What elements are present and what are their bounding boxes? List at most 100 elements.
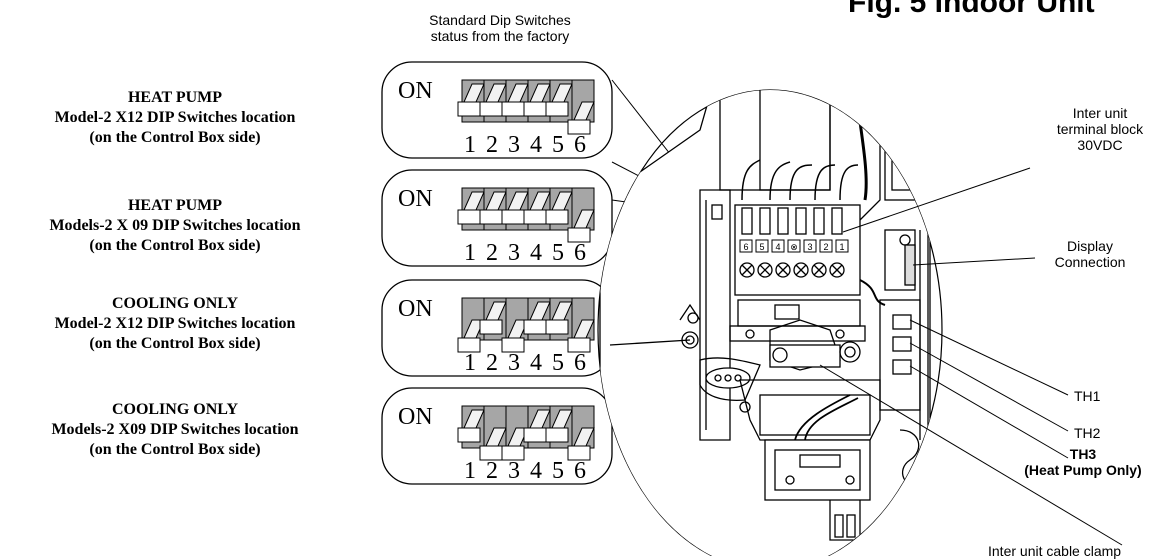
- dip-switch-number: 4: [530, 240, 542, 266]
- dip-switch-cap: [479, 319, 503, 335]
- dip-switch-number: 1: [464, 240, 476, 266]
- terminal-block-line2: terminal block: [1056, 121, 1144, 137]
- dip-switch-cap: [457, 427, 481, 443]
- dip-switch-cap: [501, 101, 525, 117]
- terminal-block-callout: Inter unit terminal block 30VDC: [1040, 105, 1149, 153]
- dip-on-label: ON: [398, 404, 433, 430]
- terminal-number-text: 2: [823, 242, 828, 252]
- dip-switch-number: 3: [508, 458, 520, 484]
- indoor-unit-body: 6 5 4 ⊗ 3 2 1: [599, 90, 931, 556]
- dip-switch-number: 6: [574, 240, 586, 266]
- dip-switch-cap: [523, 319, 547, 335]
- terminal-number-text: ⊗: [790, 242, 798, 252]
- model-label-line2: Models-2 X 09 DIP Switches location: [49, 217, 301, 234]
- model-label-line3: (on the Control Box side): [89, 237, 261, 254]
- display-connection-line1: Display: [1067, 238, 1113, 254]
- dip-switch-number: 3: [508, 350, 520, 376]
- model-label-line1: COOLING ONLY: [111, 295, 239, 312]
- cable-clamp-callout: Inter unit cable clamp: [988, 543, 1122, 559]
- display-connection-line2: Connection: [1054, 254, 1126, 270]
- dip-switch-number: 2: [486, 132, 498, 158]
- dip-switch-cap: [567, 337, 591, 353]
- display-connection-callout: Display Connection: [1040, 238, 1140, 270]
- dip-switch-number: 5: [552, 350, 564, 376]
- dip-switch-number: 2: [486, 240, 498, 266]
- model-label-line2: Model-2 X12 DIP Switches location: [54, 315, 296, 332]
- dip-switch-cap: [545, 101, 569, 117]
- dip-switch-cap: [545, 209, 569, 225]
- dip-switch-cap: [545, 319, 569, 335]
- dip-switch-cap: [501, 209, 525, 225]
- dip-switch-cap: [457, 101, 481, 117]
- model-label-line2: Model-2 X12 DIP Switches location: [54, 109, 296, 126]
- dip-switch-cap: [567, 445, 591, 461]
- dip-switch-cap: [501, 445, 525, 461]
- dip-switch-cap: [479, 209, 503, 225]
- model-label-cooling-x12: COOLING ONLY Model-2 X12 DIP Switches lo…: [0, 294, 350, 354]
- model-label-line3: (on the Control Box side): [89, 441, 261, 458]
- terminal-number-box: [755, 239, 769, 253]
- dip-switch-cap: [523, 101, 547, 117]
- model-label-line1: HEAT PUMP: [127, 89, 223, 106]
- figure-title: Fig. 5 Indoor Unit: [848, 0, 1095, 19]
- dip-switch-cap: [545, 427, 569, 443]
- dip-switch-number: 3: [508, 132, 520, 158]
- th3-line1: TH3: [1069, 446, 1097, 462]
- model-label-line1: HEAT PUMP: [127, 197, 223, 214]
- standard-dip-switches-label: Standard Dip Switches status from the fa…: [380, 12, 620, 44]
- dip-switch-number: 2: [486, 458, 498, 484]
- terminal-number-box: [739, 239, 753, 253]
- model-label-cooling-x09: COOLING ONLY Models-2 X09 DIP Switches l…: [0, 400, 350, 460]
- dip-switch-cap: [523, 427, 547, 443]
- dip-switch-cap: [567, 119, 591, 135]
- dip-switch-number: 6: [574, 132, 586, 158]
- terminal-number-labels: 6 5 4 ⊗ 3 2 1: [739, 239, 849, 253]
- standard-label-line2: status from the factory: [430, 28, 570, 44]
- dip-switch-cap: [479, 101, 503, 117]
- dip-switch-number: 2: [486, 350, 498, 376]
- model-label-heatpump-x09: HEAT PUMP Models-2 X 09 DIP Switches loc…: [0, 196, 350, 256]
- dip-switch-number: 6: [574, 350, 586, 376]
- dip-switch-number: 1: [464, 132, 476, 158]
- dip-switch-number: 4: [530, 132, 542, 158]
- th1-callout: TH1: [1074, 388, 1101, 404]
- th3-callout: TH3 (Heat Pump Only): [1018, 446, 1148, 478]
- dip-switch-number: 5: [552, 132, 564, 158]
- dip-switch-cap: [523, 209, 547, 225]
- model-label-line3: (on the Control Box side): [89, 335, 261, 352]
- th3-line2: (Heat Pump Only): [1024, 462, 1142, 478]
- dip-switch-number: 1: [464, 458, 476, 484]
- dip-switch-number: 4: [530, 458, 542, 484]
- dip-on-label: ON: [398, 78, 433, 104]
- terminal-block-line1: Inter unit: [1072, 105, 1128, 121]
- terminal-block-line3: 30VDC: [1077, 137, 1123, 153]
- dip-switch-number: 4: [530, 350, 542, 376]
- terminal-screws-top: [741, 207, 843, 235]
- model-label-line2: Models-2 X09 DIP Switches location: [51, 421, 299, 438]
- terminal-number-box: [771, 239, 785, 253]
- terminal-number-text: 4: [775, 242, 780, 252]
- terminal-number-box: [803, 239, 817, 253]
- dip-switch-cap: [457, 337, 481, 353]
- terminal-screws-bottom: [739, 262, 845, 278]
- terminal-number-text: 3: [807, 242, 812, 252]
- dip-switch-cap: [501, 337, 525, 353]
- dip-switch-cap: [457, 209, 481, 225]
- standard-label-line1: Standard Dip Switches: [429, 12, 571, 28]
- dip-on-label: ON: [398, 296, 433, 322]
- terminal-number-text: 1: [839, 242, 844, 252]
- dip-switch-cap: [567, 227, 591, 243]
- terminal-number-box: [787, 239, 801, 253]
- dip-switch-number: 3: [508, 240, 520, 266]
- terminal-number-box: [819, 239, 833, 253]
- dip-switch-number: 1: [464, 350, 476, 376]
- terminal-number-text: 6: [743, 242, 748, 252]
- terminal-number-text: 5: [759, 242, 764, 252]
- dip-switch-number: 6: [574, 458, 586, 484]
- terminal-number-box: [835, 239, 849, 253]
- callout-leader-lines: [819, 167, 1123, 546]
